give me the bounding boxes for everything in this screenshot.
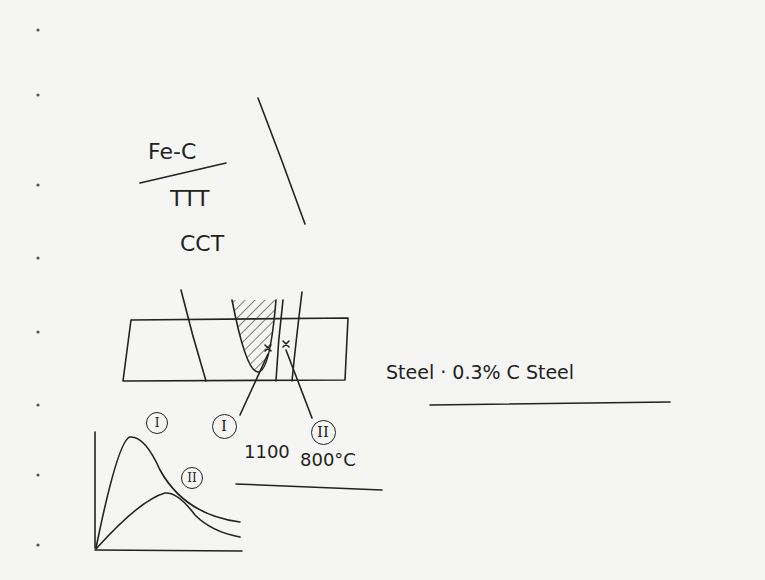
margin-dots — [36, 28, 39, 546]
callout-number: II — [317, 425, 329, 440]
leader-line — [240, 354, 268, 415]
handwritten-note: CCT — [180, 232, 224, 256]
divider-line — [258, 98, 305, 224]
y-axis — [94, 432, 96, 548]
callout-circle: II — [181, 467, 203, 489]
weld-bead — [232, 300, 276, 372]
handwritten-note: 1100 — [244, 442, 290, 462]
leader-line — [286, 350, 312, 418]
text-underline — [236, 484, 382, 490]
title-underline — [140, 163, 226, 183]
handwritten-note: Steel · 0.3% C Steel — [386, 362, 574, 383]
text-underline — [430, 402, 670, 405]
point-mark — [283, 341, 289, 347]
point-mark — [265, 345, 271, 351]
callout-number: I — [155, 417, 160, 429]
haz-boundary — [181, 290, 206, 381]
callout-number: I — [221, 419, 227, 434]
weld-plate — [123, 318, 348, 381]
handwritten-note: Fe-C — [148, 140, 196, 164]
thermal-cycle-curve — [96, 493, 240, 549]
callout-circle: II — [311, 420, 336, 445]
x-axis — [95, 550, 242, 551]
handwritten-note: 800°C — [300, 450, 356, 470]
handwritten-note: TTT — [170, 187, 210, 211]
callout-circle: I — [212, 414, 237, 439]
callout-circle: I — [146, 412, 168, 434]
thermal-cycle-curve — [96, 437, 240, 548]
fusion-boundary — [276, 300, 283, 381]
callout-number: II — [187, 472, 196, 484]
